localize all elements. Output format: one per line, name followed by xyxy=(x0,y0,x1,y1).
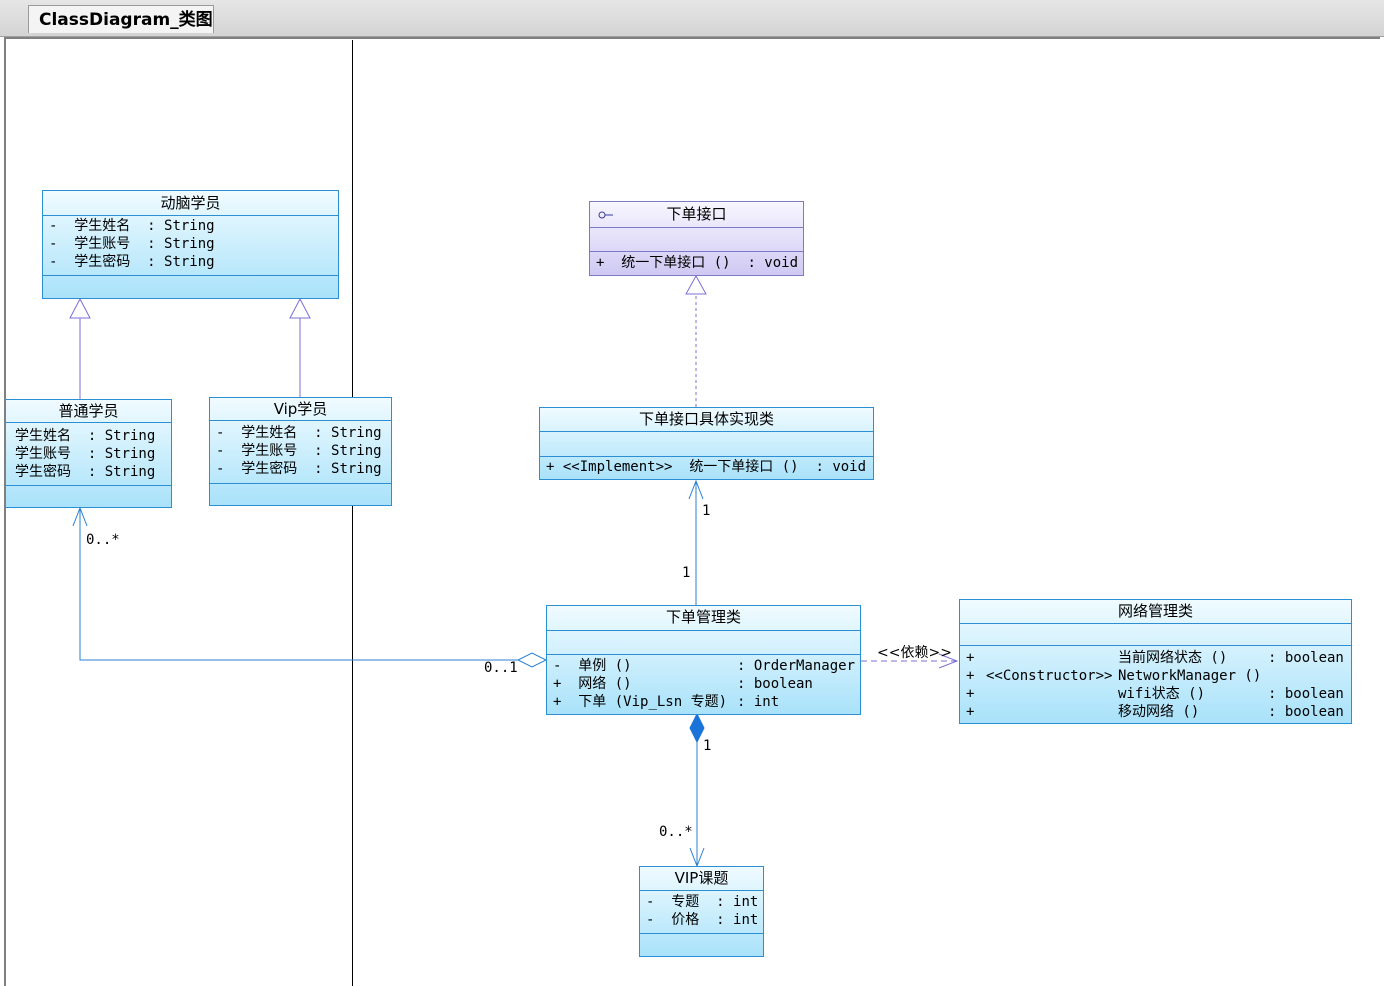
attr-row: - 学生密码 : String xyxy=(216,461,382,477)
class-order-manager[interactable]: 下单管理类 - 单例 () : OrderManager + 网络 () : b… xyxy=(546,605,861,715)
tab-class-diagram[interactable]: ClassDiagram_类图 xyxy=(28,5,214,33)
class-dongnao[interactable]: 动脑学员 - 学生姓名 : String - 学生账号 : String - 学… xyxy=(42,190,339,299)
attr-row: 学生姓名 : String xyxy=(15,428,156,444)
class-name: VIP课题 xyxy=(640,867,763,891)
interface-lollipop-icon xyxy=(598,211,613,219)
class-name: 动脑学员 xyxy=(43,191,338,216)
tab-bar: ClassDiagram_类图 xyxy=(0,0,1384,37)
class-network-manager[interactable]: 网络管理类 + 当前网络状态 () : boolean + <<Construc… xyxy=(959,599,1352,724)
op-name: 移动网络 () xyxy=(1118,704,1200,720)
op-name: NetworkManager () xyxy=(1118,668,1262,684)
attr-row: 学生密码 : String xyxy=(15,464,156,480)
class-name: 下单接口 xyxy=(590,202,803,228)
composition-manager-vipke[interactable] xyxy=(689,712,705,868)
class-name: 下单接口具体实现类 xyxy=(540,408,873,432)
op-row: - 单例 () xyxy=(553,658,632,674)
op-type: : boolean xyxy=(737,676,813,692)
attr-row: - 价格 : int xyxy=(646,912,759,928)
class-name: 普通学员 xyxy=(6,400,171,423)
op-type: : int xyxy=(737,694,780,710)
generalization-vip[interactable] xyxy=(289,297,311,397)
op-vis: + xyxy=(966,704,975,720)
op-vis: + xyxy=(966,668,975,684)
aggregation-manager-student[interactable] xyxy=(72,506,548,668)
class-name: 下单管理类 xyxy=(547,606,860,631)
attr-row: 学生账号 : String xyxy=(15,446,156,462)
op-type: : boolean xyxy=(1268,704,1344,720)
op-vis: + xyxy=(966,686,975,702)
class-name: Vip学员 xyxy=(210,398,391,421)
dependency-label: <<依赖>> xyxy=(877,645,952,661)
op-vis: + xyxy=(966,650,975,666)
mult-aggregate-side: 0..1 xyxy=(484,660,518,676)
class-putong[interactable]: 普通学员 学生姓名 : String 学生账号 : String 学生密码 : … xyxy=(6,399,172,508)
association-manager-impl[interactable] xyxy=(688,479,704,605)
mult-composite-side: 1 xyxy=(703,738,712,754)
attr-row: - 学生密码 : String xyxy=(49,254,215,270)
op-type: : OrderManager xyxy=(737,658,856,674)
attr-row: - 专题 : int xyxy=(646,894,759,910)
op-type: : boolean xyxy=(1268,686,1344,702)
op-stereo: <<Constructor>> xyxy=(986,668,1113,684)
generalization-putong[interactable] xyxy=(69,297,91,399)
class-impl[interactable]: 下单接口具体实现类 + <<Implement>> 统一下单接口 () : vo… xyxy=(539,407,874,480)
attr-row: - 学生姓名 : String xyxy=(49,218,215,234)
class-vip-topic[interactable]: VIP课题 - 专题 : int - 价格 : int xyxy=(639,866,764,957)
op-type: : boolean xyxy=(1268,650,1344,666)
op-name: wifi状态 () xyxy=(1118,686,1206,702)
op-row: + 下单 (Vip_Lsn 专题) xyxy=(553,694,728,710)
swimlane-divider xyxy=(352,40,353,986)
realization-impl-iface[interactable] xyxy=(685,274,707,407)
mult-part-side: 0..* xyxy=(659,824,693,840)
class-name: 网络管理类 xyxy=(960,600,1351,624)
dependency-manager-network[interactable] xyxy=(861,653,959,669)
attr-row: - 学生账号 : String xyxy=(216,443,382,459)
attr-row: - 学生账号 : String xyxy=(49,236,215,252)
class-vip[interactable]: Vip学员 - 学生姓名 : String - 学生账号 : String - … xyxy=(209,397,392,506)
op-row: + 网络 () xyxy=(553,676,632,692)
op-row: + <<Implement>> 统一下单接口 () : void xyxy=(546,459,867,475)
op-row: + 统一下单接口 () : void xyxy=(596,255,799,271)
op-name: 当前网络状态 () xyxy=(1118,650,1228,666)
mult-impl-side: 1 xyxy=(702,503,711,519)
mult-student-side: 0..* xyxy=(86,532,120,548)
interface-order[interactable]: 下单接口 + 统一下单接口 () : void xyxy=(589,201,804,276)
attr-row: - 学生姓名 : String xyxy=(216,425,382,441)
mult-manager-side: 1 xyxy=(682,565,691,581)
